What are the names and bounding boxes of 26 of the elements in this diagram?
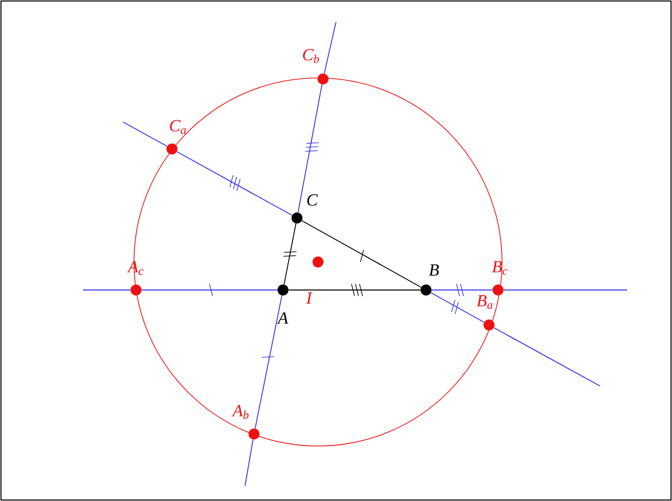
node-label: A$_{b}$ bbox=[232, 405, 249, 419]
line bbox=[176, 151, 292, 216]
node-label: I bbox=[306, 292, 312, 304]
point: I bbox=[306, 256, 324, 304]
line bbox=[494, 327, 600, 386]
node-label: C$_{a}$ bbox=[170, 120, 186, 134]
line bbox=[324, 22, 336, 74]
node-label: B$_{a}$ bbox=[476, 295, 492, 309]
node-label: C bbox=[307, 194, 318, 206]
line bbox=[284, 223, 296, 285]
node-label: C$_{b}$ bbox=[303, 49, 320, 63]
line bbox=[430, 292, 484, 323]
point: A bbox=[276, 284, 288, 324]
point: B$_{a}$ bbox=[476, 295, 494, 330]
line bbox=[244, 439, 254, 486]
line bbox=[254, 295, 282, 429]
point: B bbox=[420, 264, 439, 296]
point: C$_{a}$ bbox=[166, 120, 186, 154]
line bbox=[302, 220, 422, 288]
line bbox=[298, 84, 322, 213]
point: C bbox=[292, 194, 318, 224]
point: C$_{b}$ bbox=[303, 49, 328, 84]
point: A$_{b}$ bbox=[232, 405, 260, 440]
node-label: A bbox=[276, 312, 288, 324]
node-label: B bbox=[428, 264, 439, 276]
line bbox=[122, 122, 168, 147]
